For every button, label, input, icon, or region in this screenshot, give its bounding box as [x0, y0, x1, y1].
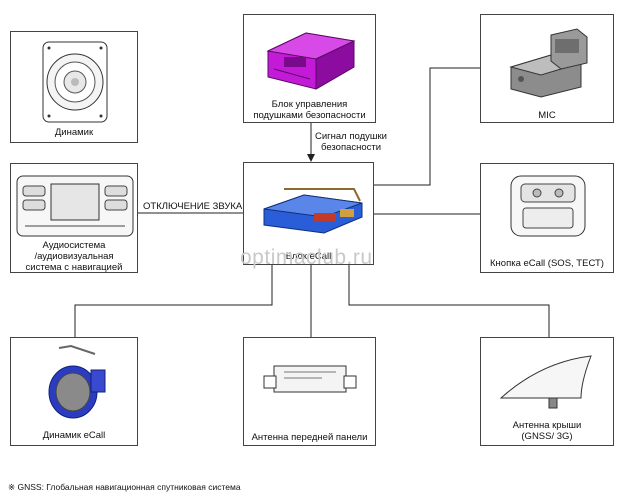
- audio-system-label-line3: система с навигацией: [25, 262, 123, 273]
- ecall-button-box: Кнопка eCall (SOS, ТЕСТ): [480, 163, 614, 273]
- roof-antenna-icon: [499, 355, 592, 409]
- ecall-speaker-box: Динамик eCall: [10, 337, 138, 446]
- speaker-box: Динамик: [10, 31, 138, 143]
- airbag-unit-box: Блок управления подушками безопасности: [243, 14, 376, 123]
- microphone-icon: [509, 28, 588, 98]
- airbag-unit-icon: [266, 32, 356, 90]
- roof-antenna-label-line2: (GNSS/ 3G): [521, 431, 573, 442]
- airbag-signal-label-line1: Сигнал подушки: [315, 131, 387, 142]
- ecall-unit-icon: [263, 188, 363, 234]
- airbag-unit-label-line2: подушками безопасности: [253, 110, 366, 121]
- audio-system-label-line1: Аудиосистема: [42, 240, 106, 251]
- footnote: ※ GNSS: Глобальная навигационная спутник…: [8, 482, 241, 492]
- front-antenna-box: Антенна передней панели: [243, 337, 376, 446]
- airbag-signal-label-line2: безопасности: [321, 142, 382, 153]
- sos-button-icon: [510, 175, 586, 237]
- airbag-unit-label-line1: Блок управления: [271, 99, 348, 110]
- speaker-label: Динамик: [54, 127, 94, 138]
- audio-system-box: Аудиосистема /аудиовизуальная система с …: [10, 163, 138, 273]
- ecall-button-label: Кнопка eCall (SOS, ТЕСТ): [490, 258, 604, 269]
- watermark: optimaclub.ru: [240, 246, 373, 269]
- audio-system-label-line2: /аудиовизуальная: [34, 251, 114, 262]
- mic-label: MIC: [538, 110, 556, 121]
- ecall-speaker-label: Динамик eCall: [42, 430, 106, 441]
- audio-head-unit-icon: [16, 175, 134, 237]
- ecall-unit-label: Блок eCall: [285, 251, 332, 262]
- ecall-unit-box: Блок eCall: [243, 162, 374, 265]
- speaker-icon: [42, 41, 108, 123]
- mute-signal-label: ОТКЛЮЧЕНИЕ ЗВУКА: [143, 201, 243, 212]
- front-antenna-label: Антенна передней панели: [251, 432, 368, 443]
- front-antenna-icon: [263, 365, 357, 393]
- roof-antenna-box: Антенна крыши (GNSS/ 3G): [480, 337, 614, 446]
- ecall-speaker-icon: [48, 344, 106, 419]
- mic-box: MIC: [480, 14, 614, 123]
- roof-antenna-label-line1: Антенна крыши: [512, 420, 582, 431]
